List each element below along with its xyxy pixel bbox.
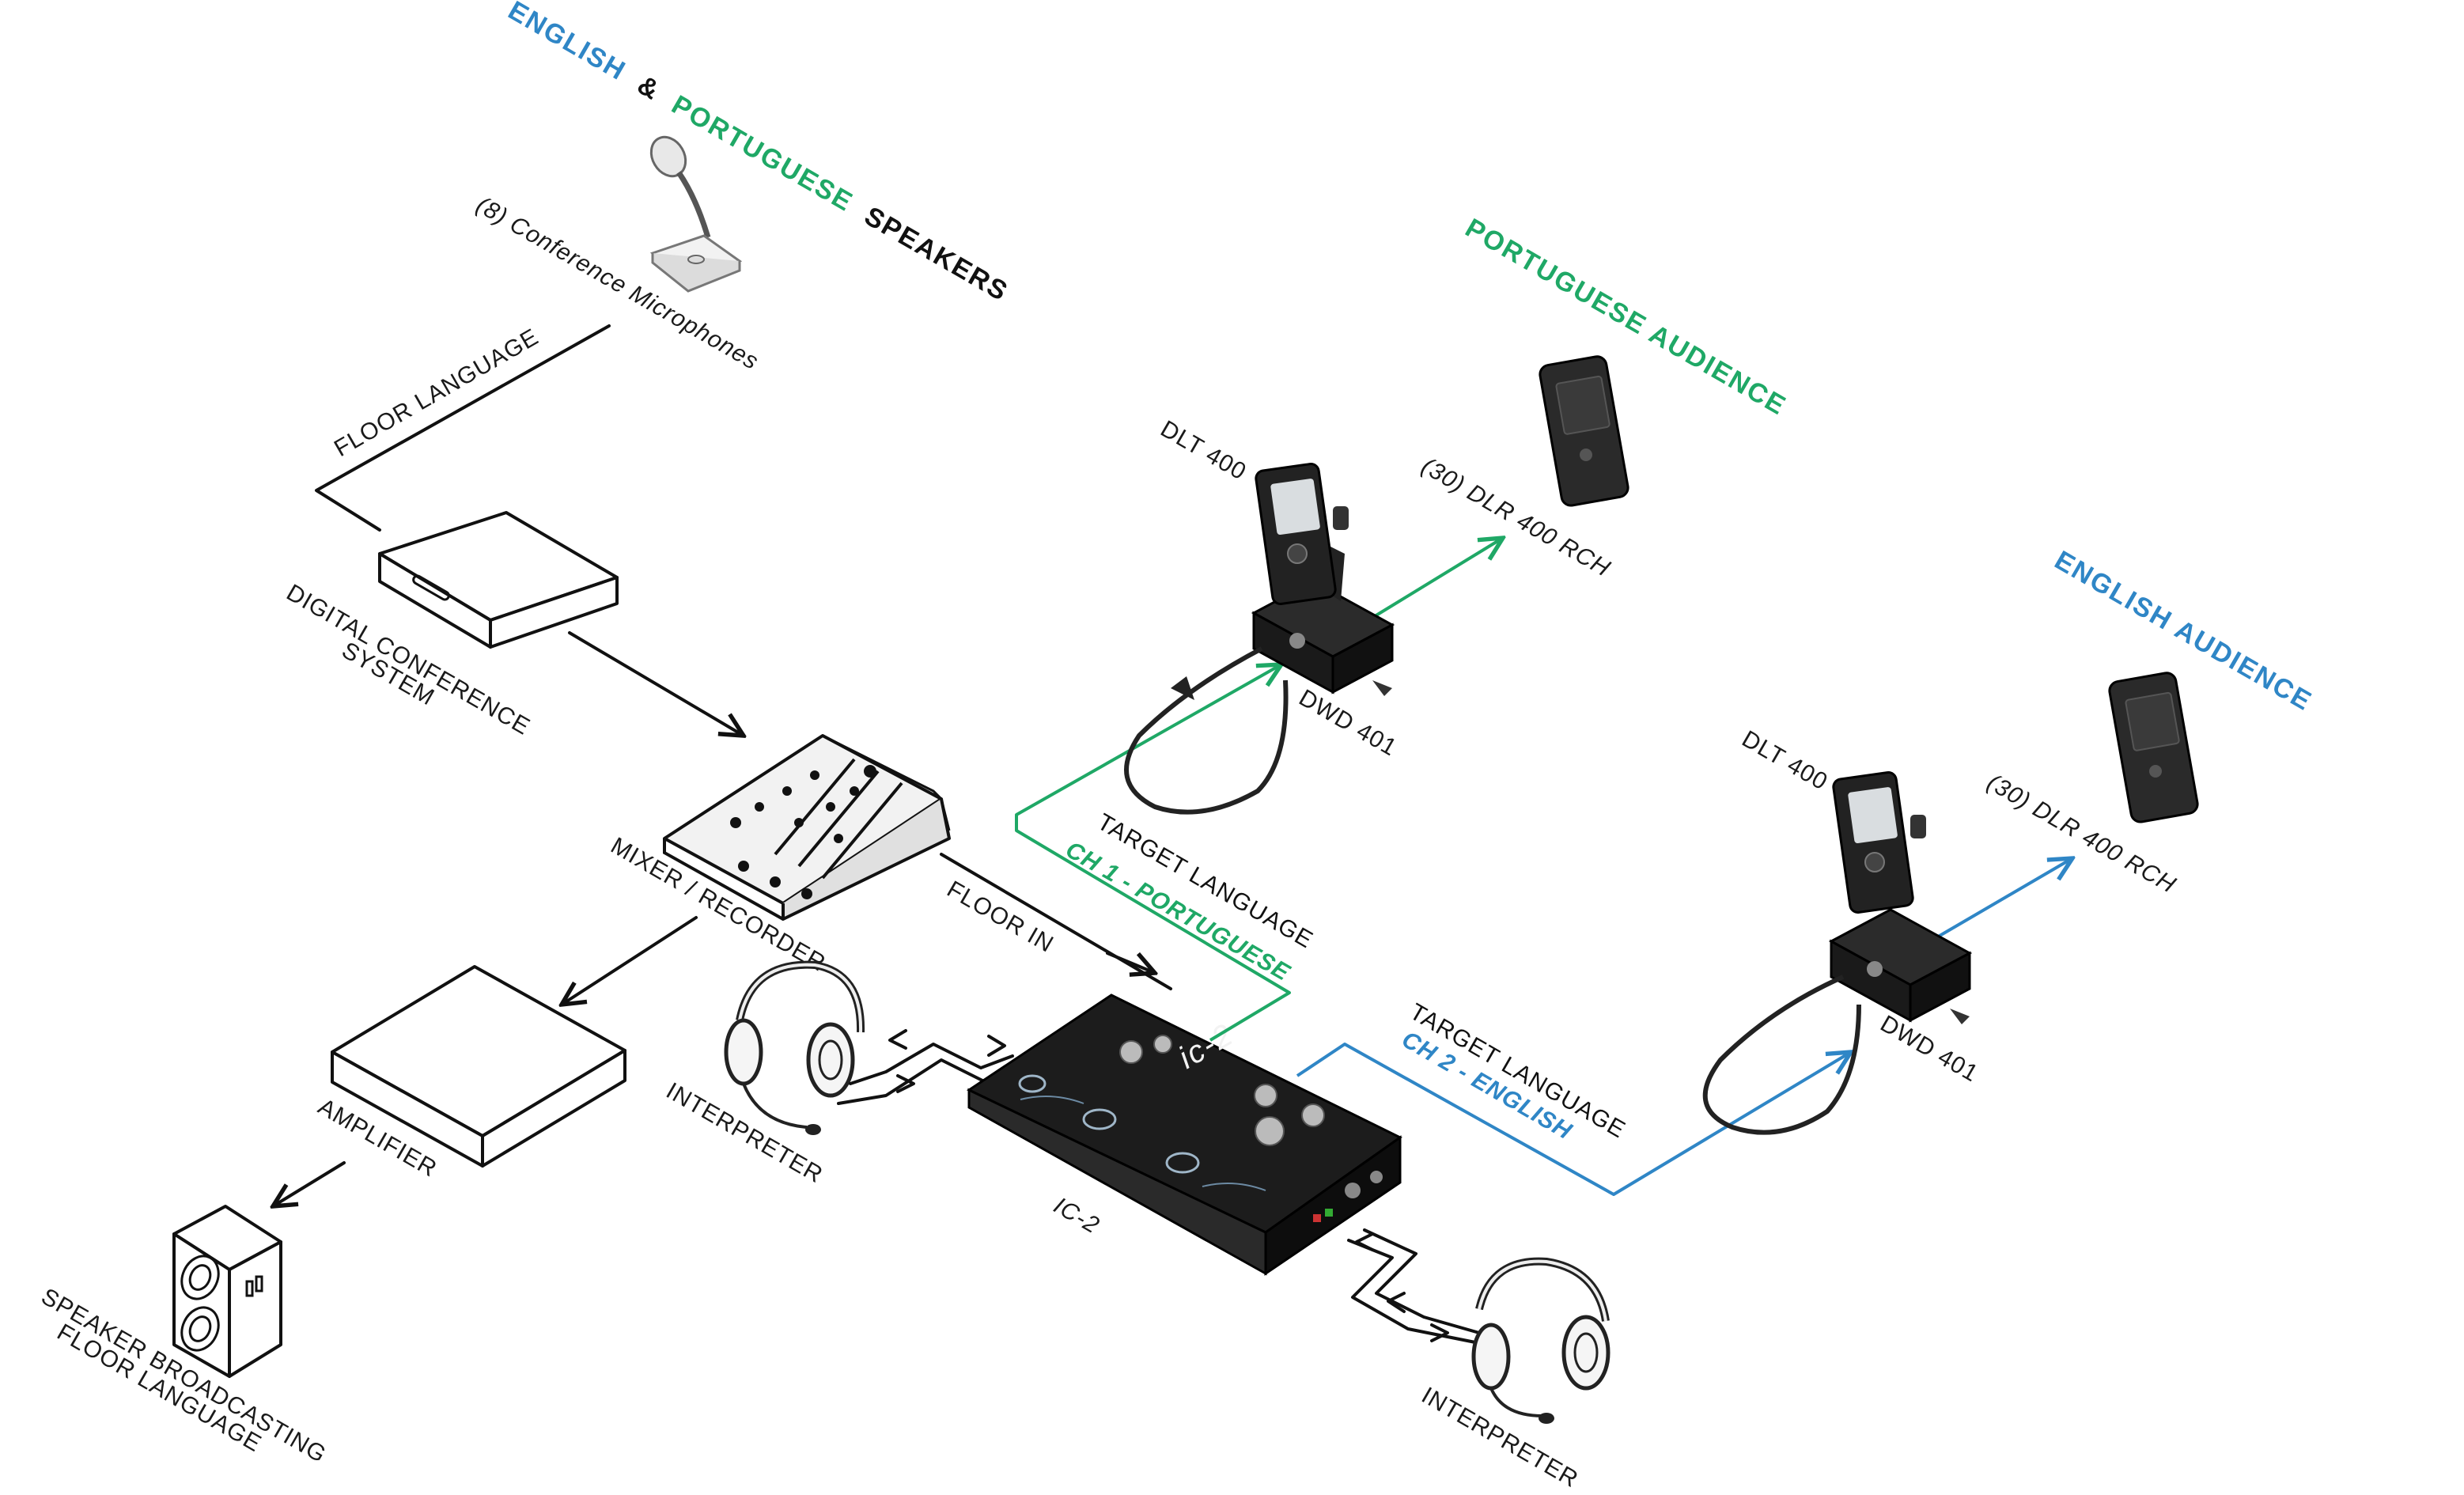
- arrow-left-out2: [987, 1035, 1006, 1057]
- transmitter-2: [1828, 771, 1973, 1024]
- speaker-cabinet-icon: [172, 1205, 282, 1378]
- portuguese-audience-label: PORTUGUESE AUDIENCE: [1460, 213, 1792, 422]
- ic2-label: IC-2: [1050, 1192, 1104, 1239]
- transmitter-1-cable: [1124, 646, 1289, 815]
- interpreter-left-label: INTERPRETER: [662, 1077, 827, 1188]
- amplifier-to-speaker-line: [273, 1161, 346, 1206]
- arrow-right-out2: [1355, 1232, 1374, 1251]
- mixer-to-amplifier-line: [562, 916, 698, 1005]
- transmitter-2-cable: [1702, 975, 1861, 1135]
- arrow-right-out: [1387, 1292, 1406, 1313]
- ch2-broadcast-line: [1928, 858, 2072, 943]
- floor-language-label: FLOOR LANGUAGE: [330, 324, 543, 462]
- interpreter-right-cable-2: [1363, 1228, 1481, 1334]
- dwd-2-label: DWD 401: [1876, 1010, 1983, 1087]
- dlt-2-label: DLT 400: [1738, 725, 1833, 795]
- amplifier-box: [331, 965, 626, 1168]
- arrow-left-in: [888, 1029, 907, 1050]
- ch1-signal-line: [1015, 664, 1291, 1042]
- headphones-right-icon: [1471, 1257, 1610, 1424]
- heading-amp: &: [632, 70, 665, 106]
- headphones-left-icon: [724, 960, 865, 1135]
- heading-english: ENGLISH: [503, 0, 631, 86]
- conference-system-box: [378, 511, 619, 649]
- ch2-signal-line: [1296, 1043, 1851, 1196]
- arrow-right-in: [1430, 1323, 1449, 1342]
- receiver-1-icon: [1539, 355, 1629, 507]
- arrow-left-out: [896, 1074, 915, 1093]
- interpreter-left-cable-1: [849, 1043, 1014, 1085]
- heading-speakers: SPEAKERS: [859, 201, 1013, 307]
- transmitter-1: [1171, 463, 1395, 700]
- conference-to-mixer-line: [568, 631, 744, 736]
- dwd-1-label: DWD 401: [1295, 684, 1402, 761]
- mixer-recorder: [663, 734, 951, 921]
- interpreter-right-label: INTERPRETER: [1417, 1382, 1583, 1493]
- english-audience-label: ENGLISH AUDIENCE: [2050, 545, 2317, 717]
- conference-microphone-icon: [649, 135, 743, 293]
- floor-language-line: [315, 324, 611, 532]
- floor-in-drop: [1106, 952, 1155, 973]
- ic2-console: [966, 994, 1402, 1276]
- dlt-1-label: DLT 400: [1156, 415, 1251, 485]
- interpreter-right-cable-1: [1347, 1239, 1489, 1346]
- receiver-2-icon: [2108, 672, 2199, 823]
- ch1-broadcast-line: [1359, 538, 1503, 626]
